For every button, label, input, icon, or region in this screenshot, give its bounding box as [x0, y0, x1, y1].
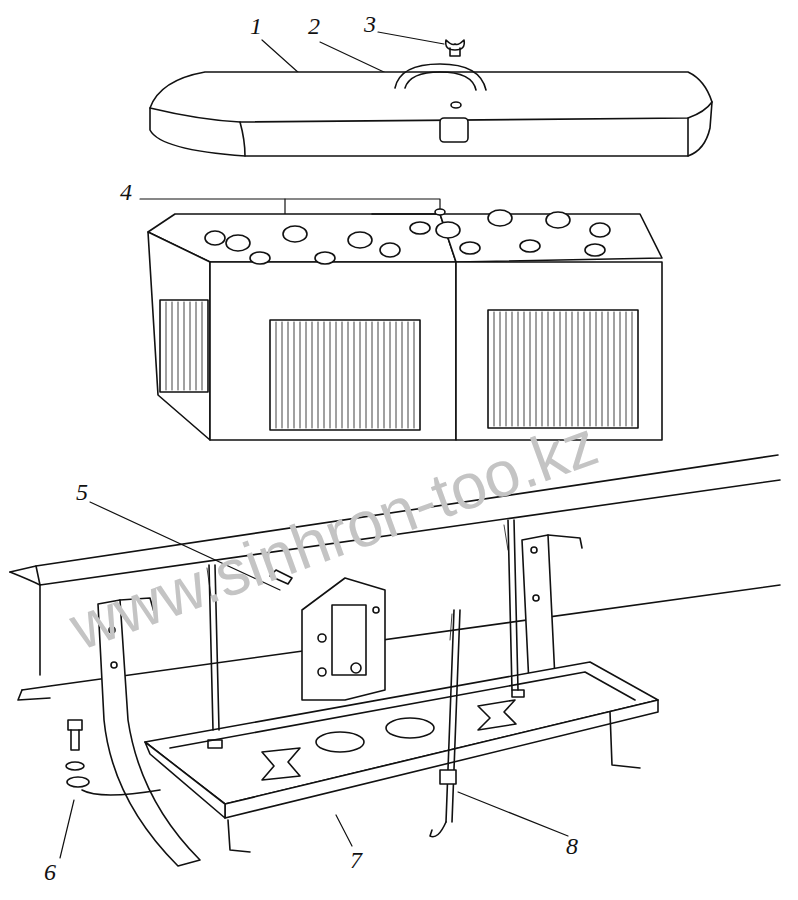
callout-number: 4	[120, 180, 132, 204]
batteries	[148, 209, 662, 440]
callout-number: 3	[364, 12, 376, 36]
callout-number: 6	[44, 860, 56, 884]
callout-number: 2	[308, 14, 320, 38]
bolt-with-washer	[66, 720, 160, 795]
callout-number: 7	[350, 848, 362, 872]
battery-cover	[150, 40, 712, 156]
mount-plate	[270, 570, 385, 700]
callout-number: 8	[566, 834, 578, 858]
callout-number: 1	[250, 14, 262, 38]
battery-tray	[145, 662, 658, 852]
callout-number: 5	[76, 480, 88, 504]
